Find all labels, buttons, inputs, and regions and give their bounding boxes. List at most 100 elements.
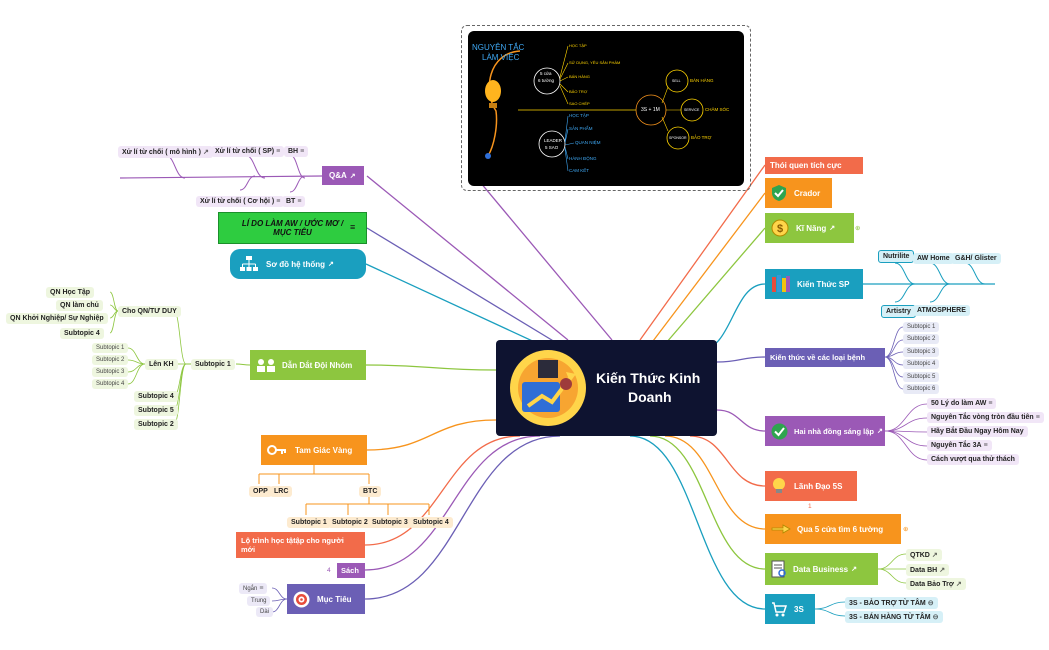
benh-subtopic-1[interactable]: Subtopic 1 — [903, 322, 940, 332]
note-icon[interactable]: ≡ — [983, 442, 988, 449]
external-link-icon[interactable]: ↗ — [349, 172, 356, 180]
five-doors-item-2[interactable]: SỬ DỤNG, YÊU SẢN PHẨM — [569, 60, 621, 65]
benh-subtopic-4[interactable]: Subtopic 4 — [903, 359, 940, 369]
topic-qua5[interactable]: Qua 5 cửa tìm 6 tường — [765, 514, 901, 544]
btc-subtopic-3[interactable]: Subtopic 3 — [368, 517, 412, 528]
note-icon[interactable]: ⊖ — [932, 614, 939, 621]
tag-nutrilite[interactable]: Nutrilite — [878, 250, 915, 263]
topic-lanh-dao[interactable]: Lãnh Đạo 5S — [765, 471, 857, 501]
qa-item-2[interactable]: Xử lí từ chối ( SP)≡ — [211, 146, 285, 157]
note-icon[interactable]: ≡ — [1035, 414, 1040, 421]
tam-giac-item-3[interactable]: BTC — [359, 486, 382, 497]
note-icon[interactable]: ≡ — [300, 148, 305, 155]
topic-li-do[interactable]: LÍ DO LÀM AW / ƯỚC MƠ / MỤC TIÊU — [218, 212, 367, 244]
external-link-icon[interactable]: ↗ — [931, 552, 938, 559]
qa-item-3[interactable]: BH≡ — [284, 146, 309, 157]
hai-nha-item-4[interactable]: Nguyên Tắc 3A≡ — [927, 440, 992, 451]
five-doors-item-5[interactable]: SAO CHÉP — [569, 101, 590, 106]
data-business-item-1[interactable]: QTKD↗ — [906, 549, 942, 561]
central-topic[interactable]: Kiến Thức Kinh Doanh — [496, 340, 717, 436]
note-icon[interactable]: ⊖ — [927, 600, 934, 607]
five-doors-item-4[interactable]: BẢO TRỢ — [569, 89, 588, 94]
five-doors-item-1[interactable]: HỌC TẬP — [569, 43, 587, 48]
note-icon[interactable]: ≡ — [350, 222, 356, 232]
topic-qa[interactable]: Q&A ↗ — [322, 166, 364, 185]
ki-nang-collapse-icon[interactable]: ⊕ — [855, 225, 861, 232]
leader-item-1[interactable]: HỌC TẬP — [569, 113, 589, 118]
topic-sach[interactable]: Sách — [337, 563, 365, 578]
topic-3s[interactable]: 3S — [765, 594, 815, 624]
topic-ki-nang[interactable]: $ Kĩ Năng ↗ — [765, 213, 854, 243]
qn-item-1[interactable]: QN Học Tập — [46, 287, 95, 298]
kh-subtopic-2[interactable]: Subtopic 2 — [92, 355, 129, 365]
five-doors-item-3[interactable]: BÁN HÀNG — [569, 74, 590, 79]
muc-tieu-item-3[interactable]: Dài — [256, 607, 274, 617]
note-icon[interactable]: ≡ — [259, 585, 264, 592]
note-icon[interactable]: ≡ — [276, 198, 281, 205]
topic-crador[interactable]: Crador — [765, 178, 832, 208]
leader-item-2[interactable]: SẢN PHẨM — [569, 126, 593, 131]
external-link-icon[interactable]: ↗ — [851, 566, 858, 573]
external-link-icon[interactable]: ↗ — [955, 581, 962, 588]
subtopic-1-branch[interactable]: Subtopic 1 — [191, 359, 235, 370]
btc-subtopic-1[interactable]: Subtopic 1 — [287, 517, 331, 528]
muc-tieu-item-2[interactable]: Trung — [247, 596, 271, 606]
lead-subtopic-1[interactable]: Subtopic 4 — [134, 391, 178, 402]
len-kh-branch[interactable]: Lên KH — [145, 359, 178, 370]
btc-subtopic-2[interactable]: Subtopic 2 — [328, 517, 372, 528]
qa-item-1[interactable]: Xử lí từ chối ( mô hình )↗ — [118, 146, 213, 158]
topic-benh[interactable]: Kiến thức về các loại bệnh — [765, 348, 885, 367]
benh-subtopic-6[interactable]: Subtopic 6 — [903, 384, 940, 394]
sach-count[interactable]: 4 — [327, 567, 331, 574]
leader-item-4[interactable]: HÀNH ĐỘNG — [569, 156, 597, 161]
external-link-icon[interactable]: ↗ — [328, 261, 334, 268]
leader-item-3[interactable]: QUAN NIỆM — [575, 140, 601, 145]
data-business-item-2[interactable]: Data BH↗ — [906, 564, 950, 576]
tam-giac-item-2[interactable]: LRC — [270, 486, 293, 497]
kh-subtopic-3[interactable]: Subtopic 3 — [92, 367, 129, 377]
tag-atmosphere[interactable]: ATMOSPHERE — [913, 305, 970, 316]
hai-nha-item-3[interactable]: Hãy Bắt Đầu Ngay Hôm Nay — [927, 426, 1028, 437]
tag-gh-glister[interactable]: G&H/ Glister — [951, 253, 1001, 264]
btc-subtopic-4[interactable]: Subtopic 4 — [409, 517, 453, 528]
topic-data-business[interactable]: Data Business ↗ — [765, 553, 878, 585]
external-link-icon[interactable]: ↗ — [829, 225, 836, 232]
qn-item-3[interactable]: QN Khởi Nghiệp/ Sự Nghiệp — [6, 313, 108, 324]
lead-subtopic-3[interactable]: Subtopic 2 — [134, 419, 178, 430]
tag-artistry[interactable]: Artistry — [881, 305, 916, 318]
principles-image-frame[interactable]: NGUYÊN TẮC LÀM VIỆC 5 cửa 6 tường HỌC TẬ… — [461, 25, 751, 191]
lanh-dao-count[interactable]: 1 — [808, 503, 812, 510]
cho-qn-branch[interactable]: Cho QN/TƯ DUY — [118, 306, 181, 317]
external-link-icon[interactable]: ↗ — [939, 567, 946, 574]
note-icon[interactable]: ≡ — [988, 400, 993, 407]
hai-nha-item-2[interactable]: Nguyên Tắc vòng tròn đầu tiên≡ — [927, 412, 1044, 423]
benh-subtopic-5[interactable]: Subtopic 5 — [903, 372, 940, 382]
kh-subtopic-4[interactable]: Subtopic 4 — [92, 379, 129, 389]
tam-giac-item-1[interactable]: OPP — [249, 486, 272, 497]
benh-subtopic-2[interactable]: Subtopic 2 — [903, 334, 940, 344]
benh-subtopic-3[interactable]: Subtopic 3 — [903, 347, 940, 357]
tag-aw-home[interactable]: AW Home — [913, 253, 954, 264]
muc-tieu-item-1[interactable]: Ngắn≡ — [239, 583, 268, 594]
note-icon[interactable]: ≡ — [297, 198, 302, 205]
qua5-collapse-icon[interactable]: ⊕ — [903, 526, 909, 533]
three-s-item-2[interactable]: 3S - BÁN HÀNG TỪ TÂM⊖ — [845, 611, 943, 623]
topic-tam-giac[interactable]: Tam Giác Vàng — [261, 435, 367, 465]
topic-kien-thuc-sp[interactable]: Kiến Thức SP — [765, 269, 863, 299]
hai-nha-item-1[interactable]: 50 Lý do làm AW≡ — [927, 398, 997, 409]
qa-item-5[interactable]: BT≡ — [282, 196, 306, 207]
leader-item-5[interactable]: CAM KẾT — [569, 168, 590, 173]
topic-lo-trinh[interactable]: Lộ trình học tậtập cho người mới — [236, 532, 365, 558]
topic-hai-nha[interactable]: Hai nhà đồng sáng lập ↗ — [765, 416, 885, 446]
qn-item-4[interactable]: Subtopic 4 — [60, 328, 104, 339]
external-link-icon[interactable]: ↗ — [202, 149, 209, 156]
hai-nha-item-5[interactable]: Cách vượt qua thử thách — [927, 454, 1019, 465]
qn-item-2[interactable]: QN làm chủ — [56, 300, 103, 311]
topic-muc-tieu[interactable]: Mục Tiêu — [287, 584, 365, 614]
lead-subtopic-2[interactable]: Subtopic 5 — [134, 405, 178, 416]
kh-subtopic-1[interactable]: Subtopic 1 — [92, 343, 129, 353]
topic-so-do[interactable]: Sơ đồ hệ thống ↗ — [230, 249, 366, 279]
topic-thoi-quen[interactable]: Thói quen tích cực — [765, 157, 863, 174]
three-s-item-1[interactable]: 3S - BẢO TRỢ TỪ TÂM⊖ — [845, 597, 938, 609]
data-business-item-3[interactable]: Data Bảo Trợ↗ — [906, 578, 966, 590]
